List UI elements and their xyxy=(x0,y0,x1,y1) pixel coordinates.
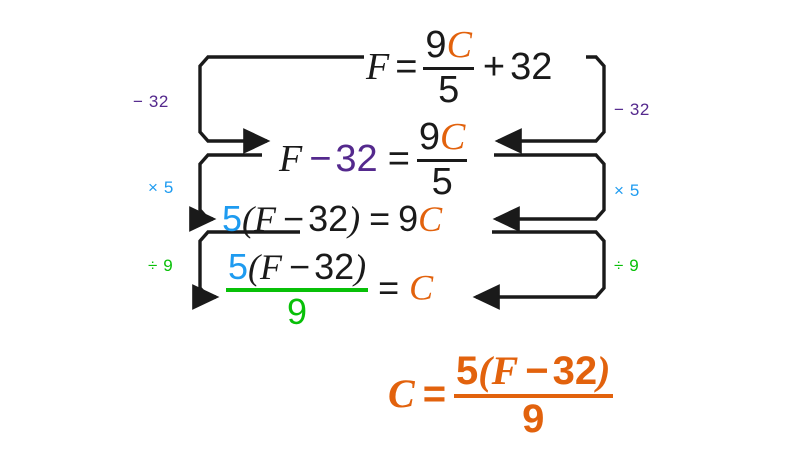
row3-close-paren: ) xyxy=(348,199,361,239)
equation-row-4: 5(F−32) 9 =C xyxy=(226,248,434,333)
answer-number: 32 xyxy=(552,348,598,393)
row2-numerator: 9C xyxy=(417,115,468,158)
row1-fraction-bar xyxy=(423,67,474,71)
row1-plus: + xyxy=(482,46,506,89)
row2-lhs-minus: − xyxy=(309,138,332,181)
arrow-left-subtract-32 xyxy=(198,55,364,154)
step-label-left-divide-9: ÷ 9 xyxy=(148,256,174,275)
row4-equals: = xyxy=(378,266,400,308)
row2-numerator-coefficient: 9 xyxy=(418,115,441,158)
arrow-left-divide-9 xyxy=(192,230,300,310)
answer-fraction: 5(F−32)9 xyxy=(454,347,613,442)
arrow-right-subtract-32 xyxy=(494,55,606,154)
row4-numerator-coefficient: 5 xyxy=(228,245,249,287)
step-label-left-multiply-5: × 5 xyxy=(148,178,174,197)
row3-open-paren: ( xyxy=(242,199,255,239)
arrow-left-multiply-5 xyxy=(189,153,262,232)
answer-fraction-bar xyxy=(454,394,613,399)
answer-open-paren: ( xyxy=(478,347,492,393)
row4-fraction: 5(F−32) 9 xyxy=(226,248,369,333)
row2-denominator: 5 xyxy=(431,161,453,204)
row4-close-paren: ) xyxy=(354,246,367,287)
row2-equals: = xyxy=(387,138,410,181)
row3-number: 32 xyxy=(308,198,349,239)
answer-close-paren: ) xyxy=(597,347,611,393)
equation-row-3: 5(F−32)=9C xyxy=(222,198,443,239)
row3-minus: − xyxy=(283,198,305,239)
row4-fraction-bar xyxy=(226,288,369,293)
answer-numerator: 5(F−32) xyxy=(454,347,612,393)
answer-numerator-coefficient: 5 xyxy=(456,348,479,393)
row4-rhs-variable: C xyxy=(409,267,434,308)
row2-fraction-bar xyxy=(416,159,468,163)
row3-equals: = xyxy=(369,198,391,239)
row3-variable: F xyxy=(254,199,277,239)
step-label-right-divide-9: ÷ 9 xyxy=(614,256,640,275)
row1-denominator: 5 xyxy=(438,69,460,112)
step-label-left-subtract-32: − 32 xyxy=(133,92,169,111)
final-answer: C=5(F−32)9 xyxy=(388,347,613,443)
row4-numerator: 5(F−32) xyxy=(226,248,368,286)
row1-numerator-coefficient: 9 xyxy=(425,23,447,66)
row1-numerator: 9C xyxy=(423,23,474,66)
row4-minus: − xyxy=(289,245,311,287)
arrow-right-multiply-5 xyxy=(492,153,606,232)
row1-equals: = xyxy=(395,46,418,89)
row3-rhs-variable: C xyxy=(418,199,443,239)
row3-coefficient: 5 xyxy=(222,198,243,239)
answer-equals: = xyxy=(422,371,447,416)
row1-lhs: F xyxy=(366,46,390,89)
arrow-right-divide-9 xyxy=(472,230,606,310)
answer-denominator: 9 xyxy=(522,397,545,442)
row4-number: 32 xyxy=(314,245,355,287)
row2-numerator-variable: C xyxy=(440,115,466,158)
row1-addend: 32 xyxy=(510,46,553,89)
row1-numerator-variable: C xyxy=(446,23,472,66)
step-label-right-multiply-5: × 5 xyxy=(614,181,640,200)
row2-lhs-variable: F xyxy=(279,138,303,181)
row2-lhs-number: 32 xyxy=(335,138,378,181)
answer-lhs: C xyxy=(388,370,415,416)
row4-numerator-variable: F xyxy=(260,246,283,287)
row3-rhs-coefficient: 9 xyxy=(398,198,419,239)
answer-numerator-variable: F xyxy=(491,347,519,393)
row4-open-paren: ( xyxy=(248,246,261,287)
step-label-right-subtract-32: − 32 xyxy=(614,100,650,119)
row4-denominator: 9 xyxy=(287,291,308,333)
answer-minus: − xyxy=(525,348,549,393)
